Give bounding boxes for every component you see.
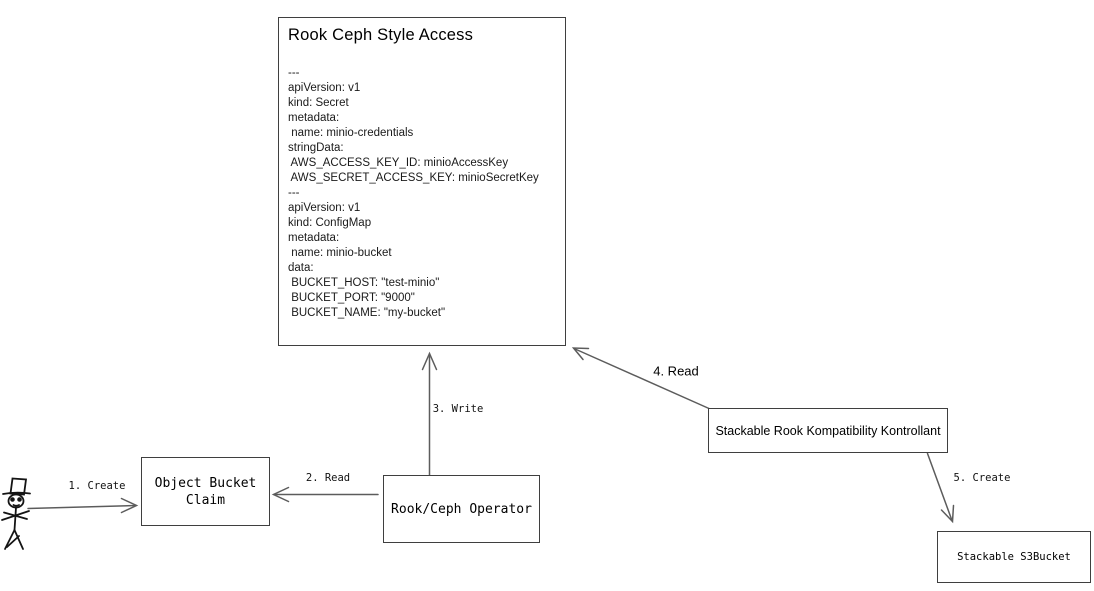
stick-figure-top-hat-icon	[1, 477, 31, 550]
node-stackable-rook-kompatibility-kontrollant: Stackable Rook Kompatibility Kontrollant	[708, 408, 948, 453]
node-stackable-s3bucket: Stackable S3Bucket	[937, 531, 1091, 583]
node-rook-ceph-operator: Rook/Ceph Operator	[383, 475, 540, 543]
node-object-bucket-claim: Object Bucket Claim	[141, 457, 270, 526]
node-label: Rook/Ceph Operator	[391, 501, 532, 517]
node-label: Stackable Rook Kompatibility Kontrollant	[715, 423, 941, 438]
edge-read-operator-to-obc	[271, 486, 379, 503]
edge-label-2-read: 2. Read	[305, 472, 351, 484]
node-label: Object Bucket Claim	[154, 475, 257, 508]
yaml-manifest-text: --- apiVersion: v1 kind: Secret metadata…	[288, 67, 539, 319]
node-label: Stackable S3Bucket	[957, 551, 1071, 563]
edge-label-5-create: 5. Create	[953, 472, 1011, 484]
edge-create-user-to-obc	[27, 497, 139, 514]
edge-create-kontrollant-to-s3bucket	[926, 452, 955, 524]
edge-label-4-read: 4. Read	[653, 363, 699, 379]
edge-label-1-create: 1. Create	[68, 480, 126, 492]
main-box-title: Rook Ceph Style Access	[288, 26, 474, 44]
edge-label-3-write: 3. Write	[432, 403, 484, 415]
node-rook-ceph-style-access: Rook Ceph Style Access --- apiVersion: v…	[278, 17, 566, 346]
